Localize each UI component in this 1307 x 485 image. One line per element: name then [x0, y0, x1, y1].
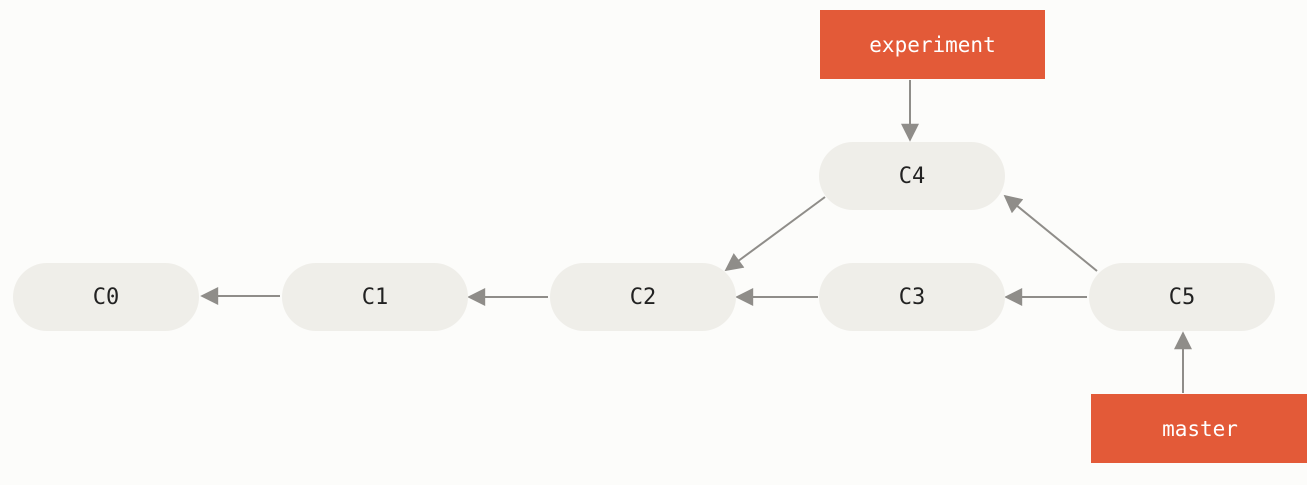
commit-c4: C4	[819, 142, 1005, 210]
branch-label-experiment: experiment	[820, 10, 1045, 79]
arrow-c4-to-c2	[724, 196, 826, 272]
commit-c2: C2	[550, 263, 736, 331]
arrow-c5-to-c4	[1003, 194, 1098, 272]
commit-c1: C1	[282, 263, 468, 331]
commit-c3: C3	[819, 263, 1005, 331]
commit-c5: C5	[1089, 263, 1275, 331]
branch-label-master: master	[1091, 394, 1307, 463]
commit-c0: C0	[13, 263, 199, 331]
